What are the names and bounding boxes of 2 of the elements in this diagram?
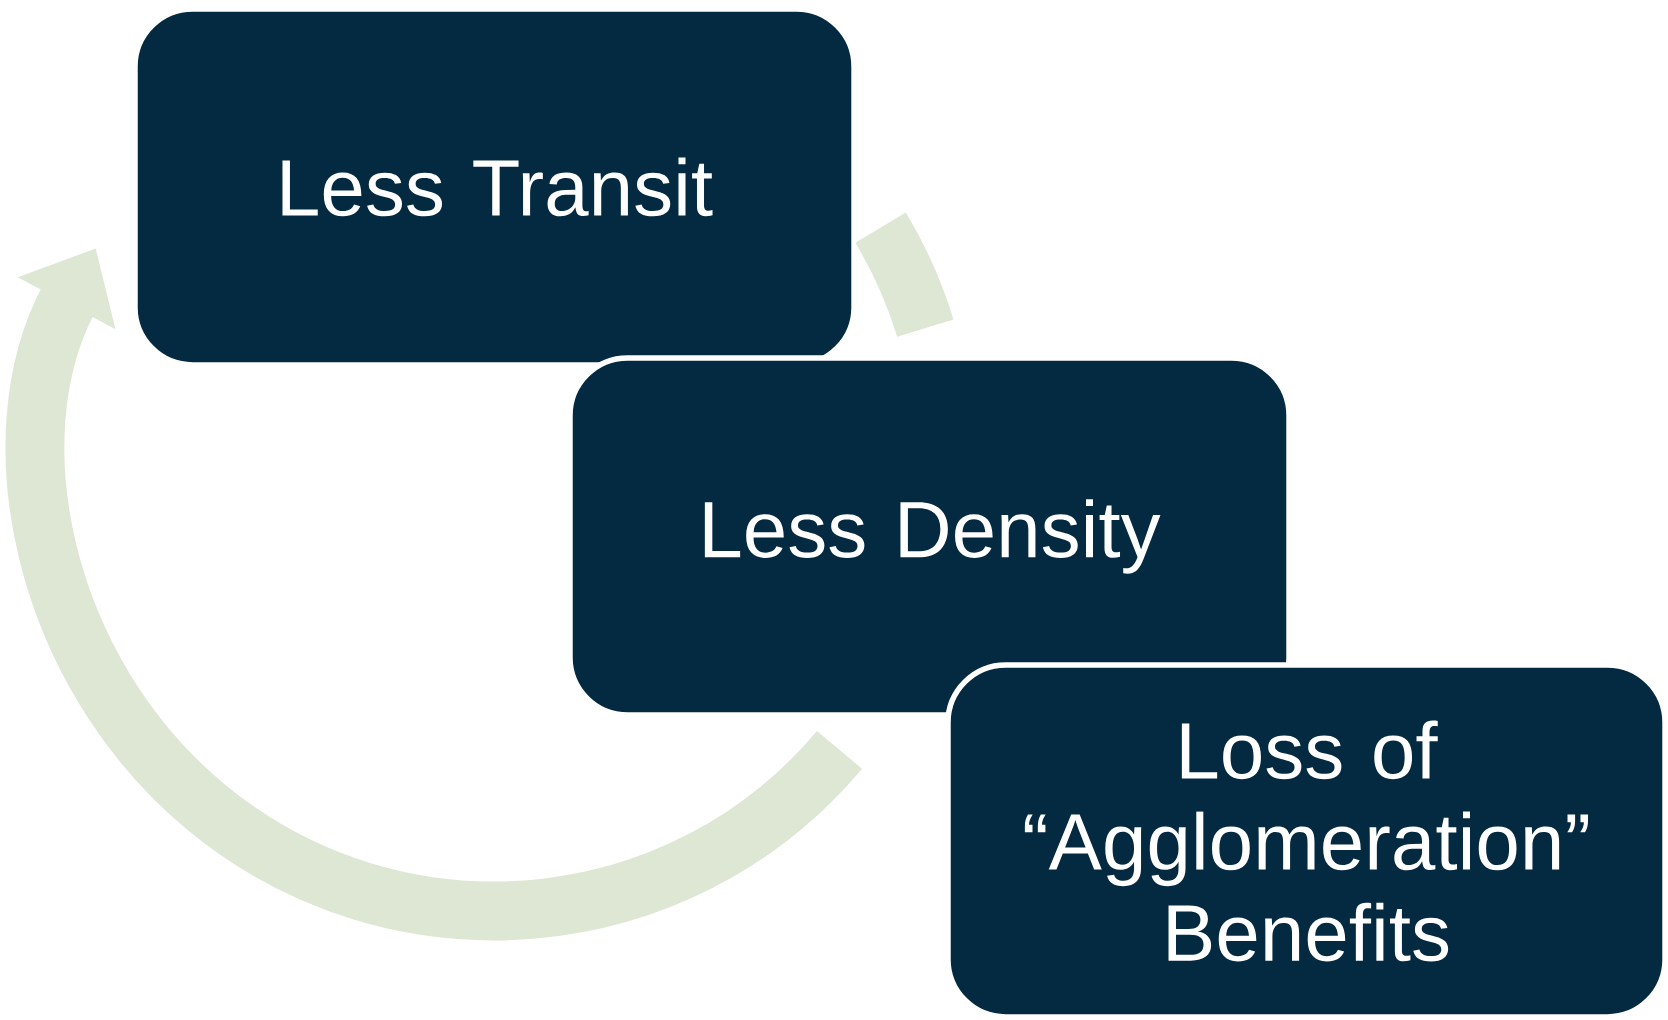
- process-box: Loss of “Agglomeration” Benefits: [945, 662, 1668, 1020]
- process-box: Less Density: [567, 355, 1292, 718]
